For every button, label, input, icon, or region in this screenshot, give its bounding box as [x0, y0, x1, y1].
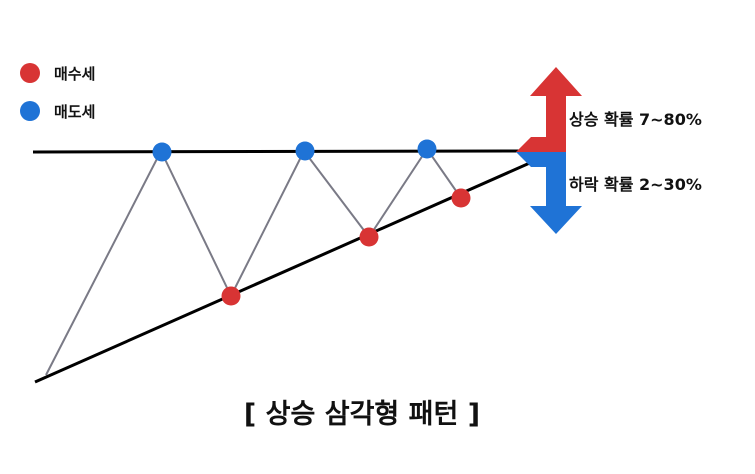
up-arrow-icon [516, 67, 582, 152]
legend-sell-label: 매도세 [54, 103, 95, 121]
resistance-line [32, 149, 533, 154]
down-arrow-icon [516, 152, 582, 234]
sell-point [152, 142, 172, 162]
legend-buy-label: 매수세 [54, 65, 95, 83]
down-probability-label: 하락 확률 2~30% [569, 175, 702, 194]
legend-buy-marker [20, 63, 40, 83]
buy-point [221, 286, 241, 306]
legend-sell-marker [20, 101, 40, 121]
support-line [34, 160, 533, 384]
price-path [45, 147, 462, 376]
page-title: [ 상승 삼각형 패턴 ] [244, 399, 480, 430]
buy-point [359, 227, 379, 247]
sell-point [295, 141, 315, 161]
up-probability-label: 상승 확률 7~80% [569, 110, 702, 129]
buy-point [451, 188, 471, 208]
sell-point [417, 139, 437, 159]
